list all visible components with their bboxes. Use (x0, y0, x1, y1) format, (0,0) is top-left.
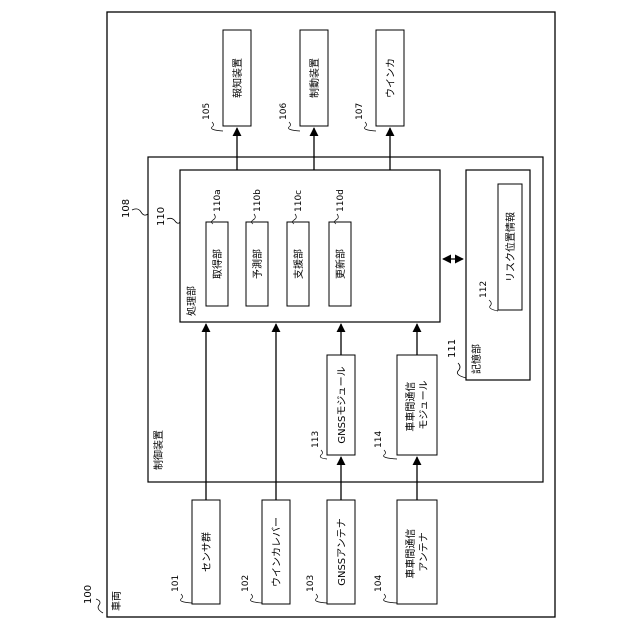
risk-location-ref: 112 (479, 281, 489, 298)
vehicle-frame (107, 12, 555, 617)
gnss-module-ref: 113 (311, 431, 321, 448)
input-ref-101: 101 (171, 575, 181, 592)
vehicle-leader (96, 599, 103, 613)
output-ref-105: 105 (202, 103, 212, 120)
input-label-102: ウインカレバー (271, 517, 283, 587)
module-ref-110d: 110d (336, 189, 346, 212)
input-label-101: センサ群 (200, 532, 213, 572)
control-device-leader (132, 209, 148, 215)
module-ref-110c: 110c (294, 190, 304, 212)
output-label-105: 報知装置 (231, 58, 244, 98)
v2v-module-ref: 114 (374, 431, 384, 448)
input-ref-104: 104 (374, 575, 384, 592)
processing-unit-ref: 110 (156, 207, 167, 226)
input-label-104-line2: アンテナ (418, 532, 430, 572)
risk-location-leader (489, 300, 498, 311)
module-label-110a: 取得部 (211, 249, 224, 279)
output-label-107: ウインカ (385, 58, 397, 98)
processing-unit-leader (167, 218, 180, 223)
input-label-104: 車車間通信 アンテナ (404, 525, 430, 578)
v2v-module-label: 車車間通信 モジュール (404, 378, 430, 431)
control-device-ref: 108 (121, 199, 132, 218)
control-device-label: 制御装置 (152, 430, 165, 470)
vehicle-label: 車両 (110, 591, 123, 611)
risk-location-label: リスク位置情報 (504, 212, 517, 282)
vehicle-ref: 100 (83, 585, 94, 604)
input-ref-103: 103 (306, 575, 316, 592)
storage-unit-label: 記憶部 (470, 344, 483, 374)
processing-unit-label: 処理部 (185, 286, 198, 316)
output-ref-106: 106 (279, 103, 289, 120)
storage-unit-ref: 111 (447, 339, 458, 358)
v2v-module-label-line1: 車車間通信 (404, 382, 417, 432)
module-label-110b: 予測部 (251, 249, 264, 279)
module-ref-110b: 110b (253, 189, 263, 212)
module-ref-110a: 110a (213, 189, 223, 212)
output-label-106: 制動装置 (308, 58, 321, 98)
module-label-110d: 更新部 (334, 249, 347, 279)
input-label-103: GNSSアンテナ (336, 518, 348, 586)
v2v-module-label-line2: モジュール (419, 380, 430, 429)
v2v-module-box (397, 355, 437, 455)
gnss-module-label: GNSSモジュール (337, 366, 348, 443)
input-box-104 (397, 500, 437, 604)
input-label-104-line1: 車車間通信 (404, 529, 417, 579)
output-ref-107: 107 (355, 103, 365, 120)
input-ref-102: 102 (241, 575, 251, 592)
storage-unit-leader (457, 363, 466, 378)
module-label-110c: 支援部 (292, 249, 305, 279)
